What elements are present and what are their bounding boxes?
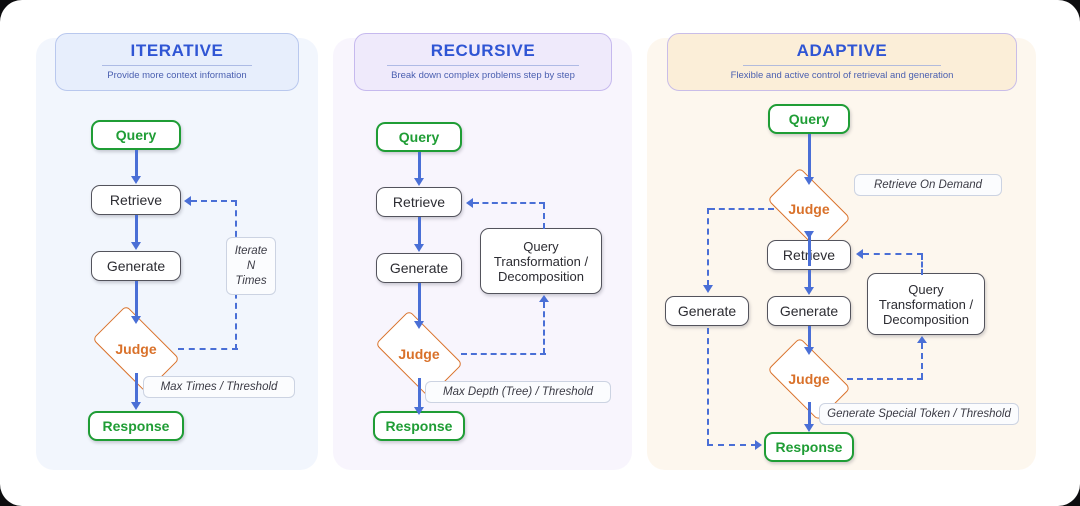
transform-to-retrieve-dash-h xyxy=(863,253,923,255)
panel-subtitle-adaptive: Flexible and active control of retrieval… xyxy=(730,70,954,81)
caption-line-1: Iterate xyxy=(234,244,268,257)
caption-exit-condition: Generate Special Token / Threshold xyxy=(819,403,1019,425)
left-generate-to-response-arrowhead xyxy=(755,440,762,450)
loop-dash-top xyxy=(191,200,237,202)
node-query-transformation[interactable]: Query Transformation / Decomposition xyxy=(480,228,602,294)
panel-subtitle-iterative: Provide more context information xyxy=(107,70,247,81)
arrow-generate-to-judge-line xyxy=(417,283,421,323)
arrow-generate-to-judge-head xyxy=(130,316,141,324)
panel-header-adaptive: ADAPTIVE Flexible and active control of … xyxy=(667,33,1017,91)
transform-to-retrieve-dash-v xyxy=(543,203,545,229)
arrow-query-to-retrieve-line xyxy=(134,150,138,177)
left-generate-to-response-dash-h xyxy=(707,444,757,446)
node-generate[interactable]: Generate xyxy=(376,253,462,283)
arrow-judge-to-response-head xyxy=(130,402,141,410)
panel-header-iterative: ITERATIVE Provide more context informati… xyxy=(55,33,299,91)
node-query[interactable]: Query xyxy=(376,122,462,152)
node-query[interactable]: Query xyxy=(768,104,850,134)
node-judge-bottom[interactable]: Judge xyxy=(767,337,851,421)
caption-retrieve-on-demand: Retrieve On Demand xyxy=(854,174,1002,196)
caption-iterate-n-times: Iterate N Times xyxy=(226,237,276,295)
panel-recursive: RECURSIVE Break down complex problems st… xyxy=(333,33,632,470)
transform-line-1: Query xyxy=(523,238,559,254)
arrow-retrieve-to-generate-line xyxy=(807,270,811,288)
transform-to-retrieve-dash-h xyxy=(473,202,545,204)
node-judge-bottom-label: Judge xyxy=(788,371,830,387)
transform-to-retrieve-arrowhead xyxy=(856,249,863,259)
transform-line-3: Decomposition xyxy=(882,311,969,327)
transform-to-retrieve-dash-v xyxy=(921,254,923,275)
node-generate[interactable]: Generate xyxy=(91,251,181,281)
caption-exit-condition: Max Depth (Tree) / Threshold xyxy=(425,381,611,403)
arrow-judge-to-retrieve-line xyxy=(807,232,811,266)
arrow-judge-to-response-line xyxy=(134,373,138,403)
panel-adaptive: ADAPTIVE Flexible and active control of … xyxy=(647,33,1036,470)
arrow-judge-to-retrieve-head xyxy=(803,231,814,239)
arrow-query-to-retrieve-line xyxy=(417,152,421,179)
arrow-generate-to-judge-head xyxy=(413,321,424,329)
judge-to-transform-arrowhead xyxy=(917,336,927,343)
header-divider xyxy=(387,65,579,66)
judge-to-left-branch-dash-v xyxy=(707,208,709,286)
arrow-retrieve-to-generate-line xyxy=(417,217,421,245)
transform-to-retrieve-arrowhead xyxy=(466,198,473,208)
node-response[interactable]: Response xyxy=(88,411,184,441)
node-judge[interactable]: Judge xyxy=(92,305,180,393)
node-judge-label: Judge xyxy=(398,346,440,362)
node-generate-center[interactable]: Generate xyxy=(767,296,851,326)
loop-dash-arrowhead xyxy=(184,196,191,206)
judge-to-transform-arrowhead xyxy=(539,295,549,302)
transform-line-2: Transformation / xyxy=(878,296,974,312)
loop-dash-bottom xyxy=(178,348,238,350)
judge-to-left-branch-dash-h xyxy=(709,208,774,210)
left-generate-to-response-dash-v xyxy=(707,328,709,445)
arrow-retrieve-to-generate-line xyxy=(134,215,138,243)
arrow-generate-to-judge-line xyxy=(807,326,811,348)
panel-title-adaptive: ADAPTIVE xyxy=(796,41,888,60)
transform-line-3: Decomposition xyxy=(497,268,584,284)
arrow-query-to-judge-head xyxy=(803,177,814,185)
arrow-judge-to-response-line xyxy=(417,378,421,408)
transform-line-2: Transformation / xyxy=(493,253,589,269)
node-query-transformation[interactable]: Query Transformation / Decomposition xyxy=(867,273,985,335)
judge-to-transform-dash-h xyxy=(461,353,546,355)
arrow-judge-to-response-head xyxy=(413,407,424,415)
node-response[interactable]: Response xyxy=(373,411,465,441)
caption-line-2: N xyxy=(246,259,256,272)
arrow-retrieve-to-generate-head xyxy=(803,287,814,295)
node-response[interactable]: Response xyxy=(764,432,854,462)
node-retrieve[interactable]: Retrieve xyxy=(91,185,181,215)
arrow-query-to-retrieve-head xyxy=(413,178,424,186)
judge-to-transform-dash-v xyxy=(543,302,545,354)
panel-header-recursive: RECURSIVE Break down complex problems st… xyxy=(354,33,612,91)
arrow-query-to-retrieve-head xyxy=(130,176,141,184)
caption-line-3: Times xyxy=(235,274,267,287)
arrow-generate-to-judge-line xyxy=(134,281,138,317)
node-retrieve[interactable]: Retrieve xyxy=(376,187,462,217)
arrow-generate-to-judge-head xyxy=(803,347,814,355)
transform-line-1: Query xyxy=(908,281,944,297)
arrow-retrieve-to-generate-head xyxy=(413,244,424,252)
panel-title-recursive: RECURSIVE xyxy=(430,41,536,60)
node-query[interactable]: Query xyxy=(91,120,181,150)
arrow-judge-to-response-line xyxy=(807,402,811,425)
header-divider xyxy=(102,65,252,66)
arrow-retrieve-to-generate-head xyxy=(130,242,141,250)
node-judge[interactable]: Judge xyxy=(375,310,463,398)
panel-title-iterative: ITERATIVE xyxy=(130,41,224,60)
judge-to-transform-dash-v xyxy=(921,343,923,379)
node-judge-label: Judge xyxy=(115,341,157,357)
arrow-judge-to-response-head xyxy=(803,424,814,432)
node-generate-left[interactable]: Generate xyxy=(665,296,749,326)
node-judge-top[interactable]: Judge xyxy=(767,167,851,251)
judge-to-left-branch-arrowhead xyxy=(703,285,713,293)
caption-exit-condition: Max Times / Threshold xyxy=(143,376,295,398)
panel-subtitle-recursive: Break down complex problems step by step xyxy=(391,70,575,81)
judge-to-transform-dash-h xyxy=(847,378,923,380)
arrow-query-to-judge-line xyxy=(807,134,811,178)
header-divider xyxy=(743,65,941,66)
panel-iterative: ITERATIVE Provide more context informati… xyxy=(36,33,318,470)
node-judge-top-label: Judge xyxy=(788,201,830,217)
